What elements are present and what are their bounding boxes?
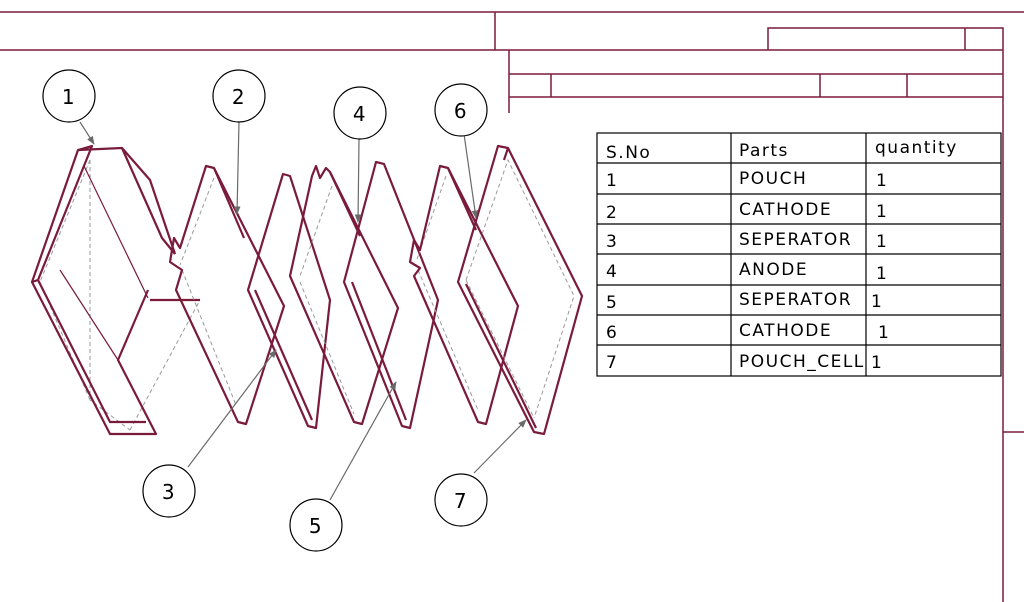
balloon-5-label: 5 xyxy=(309,514,323,538)
table-header: S.No Parts quantity xyxy=(606,138,958,163)
row-4-sno: 4 xyxy=(606,262,618,282)
part-3-separator xyxy=(246,172,332,430)
row-1-part: POUCH xyxy=(739,169,807,189)
row-3-part: SEPERATOR xyxy=(739,230,852,250)
row-6-qty: 1 xyxy=(878,323,890,343)
balloon-6: 6 xyxy=(434,83,488,137)
row-2-qty: 1 xyxy=(876,202,888,222)
title-block xyxy=(0,11,1024,602)
balloon-1-label: 1 xyxy=(62,85,76,109)
part-6-cathode xyxy=(408,164,520,426)
parts-table: S.No Parts quantity 1 POUCH 1 2 CATHODE … xyxy=(596,132,1002,377)
balloon-1: 1 xyxy=(42,69,96,123)
row-5-part: SEPERATOR xyxy=(739,290,852,310)
table-row: 3 SEPERATOR 1 xyxy=(606,230,888,252)
balloon-6-label: 6 xyxy=(454,99,468,123)
row-7-sno: 7 xyxy=(606,353,618,373)
leader-lines xyxy=(79,120,527,501)
part-7-pouch-cell xyxy=(456,144,584,436)
row-1-sno: 1 xyxy=(606,171,618,191)
table-row: 6 CATHODE 1 xyxy=(606,321,890,343)
row-6-sno: 6 xyxy=(606,323,618,343)
balloon-4: 4 xyxy=(333,86,387,140)
row-7-part: POUCH_CELL xyxy=(739,352,865,372)
balloon-3-label: 3 xyxy=(162,480,176,504)
balloons: 1 2 3 4 5 6 7 xyxy=(42,69,488,552)
row-1-qty: 1 xyxy=(876,171,888,191)
header-sno: S.No xyxy=(606,143,651,163)
row-2-part: CATHODE xyxy=(739,200,832,220)
row-6-part: CATHODE xyxy=(739,321,832,341)
header-quantity: quantity xyxy=(875,138,958,158)
balloon-7-label: 7 xyxy=(454,489,468,513)
table-row: 4 ANODE 1 xyxy=(606,260,888,284)
row-2-sno: 2 xyxy=(606,203,618,223)
table-row: 1 POUCH 1 xyxy=(606,169,888,191)
header-parts: Parts xyxy=(739,141,789,161)
part-5-separator xyxy=(342,160,440,430)
balloon-3: 3 xyxy=(142,464,196,518)
part-4-anode xyxy=(288,164,400,426)
balloon-2: 2 xyxy=(212,69,266,123)
balloon-5: 5 xyxy=(289,498,343,552)
balloon-4-label: 4 xyxy=(353,102,367,126)
row-4-qty: 1 xyxy=(876,264,888,284)
part-1-pouch xyxy=(30,144,201,436)
row-4-part: ANODE xyxy=(739,260,808,280)
row-7-qty: 1 xyxy=(871,353,883,373)
table-row: 7 POUCH_CELL 1 xyxy=(606,352,883,373)
row-3-sno: 3 xyxy=(606,232,618,252)
table-row: 2 CATHODE 1 xyxy=(606,200,888,223)
balloon-7: 7 xyxy=(434,473,488,527)
row-3-qty: 1 xyxy=(876,232,888,252)
part-2-cathode xyxy=(168,164,286,426)
table-row: 5 SEPERATOR 1 xyxy=(606,290,883,313)
row-5-qty: 1 xyxy=(871,292,883,312)
row-5-sno: 5 xyxy=(606,293,618,313)
balloon-2-label: 2 xyxy=(232,85,246,109)
